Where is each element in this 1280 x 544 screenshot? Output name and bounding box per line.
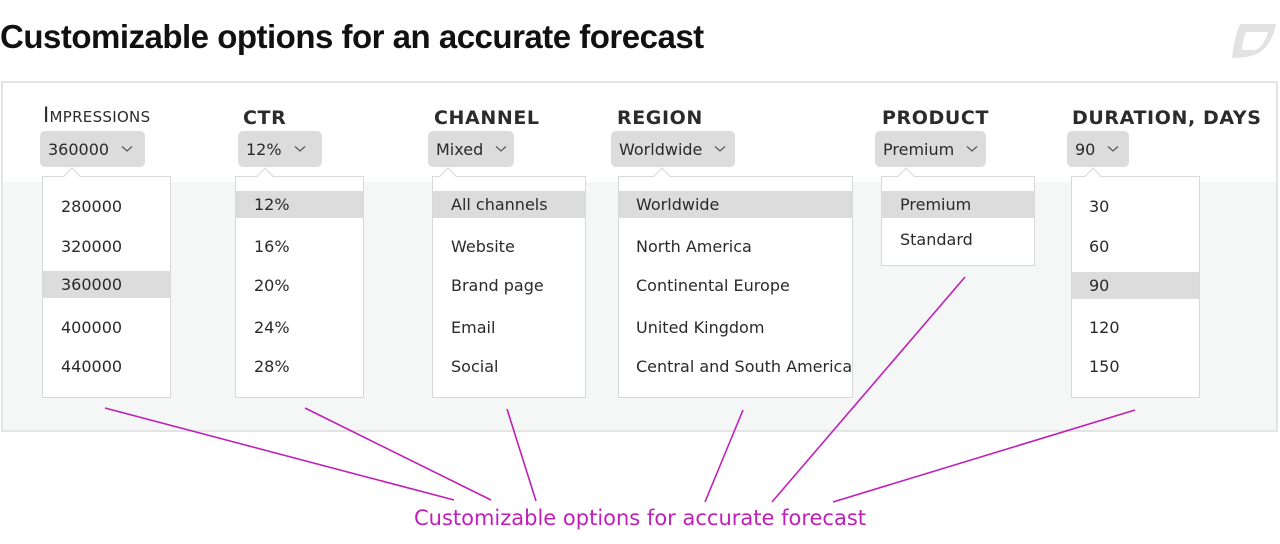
duration-select[interactable]: 90 [1067, 131, 1129, 167]
dropdown-option-selected[interactable]: 12% [236, 191, 363, 218]
select-value: 12% [246, 139, 282, 159]
dropdown-option[interactable]: Social [451, 357, 499, 376]
product-select[interactable]: Premium [875, 131, 986, 167]
chevron-down-icon [966, 146, 978, 152]
dropdown-option-selected[interactable]: Premium [882, 191, 1034, 218]
channel-select[interactable]: Mixed [428, 131, 514, 167]
chevron-down-icon [294, 146, 305, 152]
dropdown-option[interactable]: 16% [254, 237, 290, 256]
chevron-down-icon [121, 146, 133, 152]
select-value: 90 [1075, 139, 1096, 159]
impressions-dropdown: 280000 320000 360000 400000 440000 [42, 167, 171, 398]
ctr-select[interactable]: 12% [238, 131, 322, 167]
dropdown-option-selected[interactable]: All channels [433, 191, 585, 218]
dropdown-option[interactable]: Website [451, 237, 515, 256]
chevron-down-icon [495, 146, 507, 152]
dropdown-option-selected[interactable]: 360000 [43, 271, 170, 298]
dropdown-option[interactable]: United Kingdom [636, 318, 765, 337]
page-title: Customizable options for an accurate for… [0, 18, 704, 55]
dropdown-option[interactable]: Central and South America [636, 357, 853, 376]
region-select[interactable]: Worldwide [611, 131, 735, 167]
field-label: PRODUCT [882, 107, 990, 129]
dropdown-option[interactable]: Email [451, 318, 496, 337]
dropdown-option[interactable]: 280000 [61, 197, 123, 216]
chevron-down-icon [714, 146, 726, 152]
dropdown-option[interactable]: North America [636, 237, 752, 256]
impressions-select[interactable]: 360000 [40, 131, 145, 167]
dropdown-option[interactable]: 400000 [61, 318, 123, 337]
callout-annotation: Customizable options for accurate foreca… [413, 506, 867, 530]
field-label: Impressions [43, 103, 151, 127]
chevron-down-icon [1107, 146, 1119, 152]
dropdown-option-selected[interactable]: 90 [1072, 272, 1199, 299]
dropdown-option[interactable]: Continental Europe [636, 276, 790, 295]
select-value: 360000 [48, 139, 110, 159]
dropdown-option-selected[interactable]: Worldwide [619, 191, 852, 218]
product-dropdown: Premium Standard [881, 167, 1035, 266]
leaf-logo-icon [1232, 24, 1276, 58]
dropdown-option[interactable]: 24% [254, 318, 290, 337]
select-value: Premium [883, 139, 955, 159]
select-value: Worldwide [619, 139, 703, 159]
channel-dropdown: All channels Website Brand page Email So… [432, 167, 586, 398]
dropdown-option[interactable]: 30 [1089, 197, 1110, 216]
ctr-dropdown: 12% 16% 20% 24% 28% [235, 167, 364, 398]
dropdown-option[interactable]: Standard [900, 230, 973, 249]
field-label: CHANNEL [434, 107, 540, 129]
dropdown-option[interactable]: 320000 [61, 237, 123, 256]
dropdown-option[interactable]: 150 [1089, 357, 1120, 376]
dropdown-option[interactable]: Brand page [451, 276, 544, 295]
region-dropdown: Worldwide North America Continental Euro… [618, 167, 853, 398]
field-label: DURATION, DAYS [1072, 107, 1262, 129]
field-label: REGION [617, 107, 703, 129]
dropdown-option[interactable]: 60 [1089, 237, 1110, 256]
field-label: CTR [243, 107, 287, 129]
dropdown-option[interactable]: 440000 [61, 357, 123, 376]
duration-dropdown: 30 60 90 120 150 [1071, 167, 1200, 398]
select-value: Mixed [436, 139, 484, 159]
dropdown-option[interactable]: 28% [254, 357, 290, 376]
dropdown-option[interactable]: 120 [1089, 318, 1120, 337]
dropdown-option[interactable]: 20% [254, 276, 290, 295]
